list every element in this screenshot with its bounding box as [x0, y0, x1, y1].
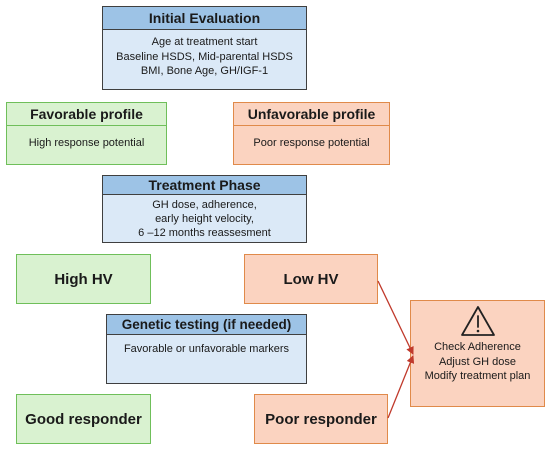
genetic-testing-title: Genetic testing (if needed): [107, 315, 306, 335]
action-box-body: Check Adherence Adjust GH dose Modify tr…: [411, 340, 544, 384]
initial-evaluation-body: Age at treatment start Baseline HSDS, Mi…: [103, 30, 306, 79]
treatment-phase-box: Treatment Phase GH dose, adherence, earl…: [102, 175, 307, 243]
unfavorable-profile-text: Poor response potential: [253, 137, 370, 149]
high-hv-label: High HV: [54, 270, 113, 288]
favorable-profile-title: Favorable profile: [7, 103, 166, 126]
initial-evaluation-line-2: Baseline HSDS, Mid-parental HSDS: [116, 50, 293, 63]
action-line-2: Adjust GH dose: [438, 355, 517, 368]
poor-responder-box: Poor responder: [254, 394, 388, 444]
good-responder-box: Good responder: [16, 394, 151, 444]
poor-responder-to-action-arrow: [387, 355, 415, 419]
low-hv-box: Low HV: [244, 254, 378, 304]
high-hv-box: High HV: [16, 254, 151, 304]
initial-evaluation-box: Initial Evaluation Age at treatment star…: [102, 6, 307, 90]
genetic-testing-text: Favorable or unfavorable markers: [123, 343, 290, 355]
initial-evaluation-line-3: BMI, Bone Age, GH/IGF-1: [140, 65, 269, 77]
treatment-phase-body: GH dose, adherence, early height velocit…: [103, 195, 306, 240]
favorable-profile-text: High response potential: [28, 137, 145, 149]
low-hv-label: Low HV: [283, 270, 339, 288]
treatment-phase-line-3: 6 –12 months reassesment: [138, 227, 271, 239]
warning-icon: [461, 306, 495, 336]
low-hv-to-action-arrow: [377, 280, 414, 355]
action-line-3: Modify treatment plan: [424, 370, 531, 382]
genetic-testing-box: Genetic testing (if needed) Favorable or…: [106, 314, 307, 384]
good-responder-label: Good responder: [25, 410, 142, 428]
favorable-profile-box: Favorable profile High response potentia…: [6, 102, 167, 165]
initial-evaluation-line-1: Age at treatment start: [151, 36, 258, 48]
unfavorable-profile-title: Unfavorable profile: [234, 103, 389, 126]
unfavorable-profile-box: Unfavorable profile Poor response potent…: [233, 102, 390, 165]
poor-responder-label: Poor responder: [265, 410, 377, 428]
initial-evaluation-title: Initial Evaluation: [103, 7, 306, 30]
action-box: Check Adherence Adjust GH dose Modify tr…: [410, 300, 545, 407]
action-line-1: Check Adherence: [434, 341, 521, 353]
treatment-phase-line-1: GH dose, adherence,: [152, 199, 257, 211]
treatment-phase-line-2: early height velocity,: [155, 213, 254, 225]
treatment-phase-title: Treatment Phase: [103, 176, 306, 195]
